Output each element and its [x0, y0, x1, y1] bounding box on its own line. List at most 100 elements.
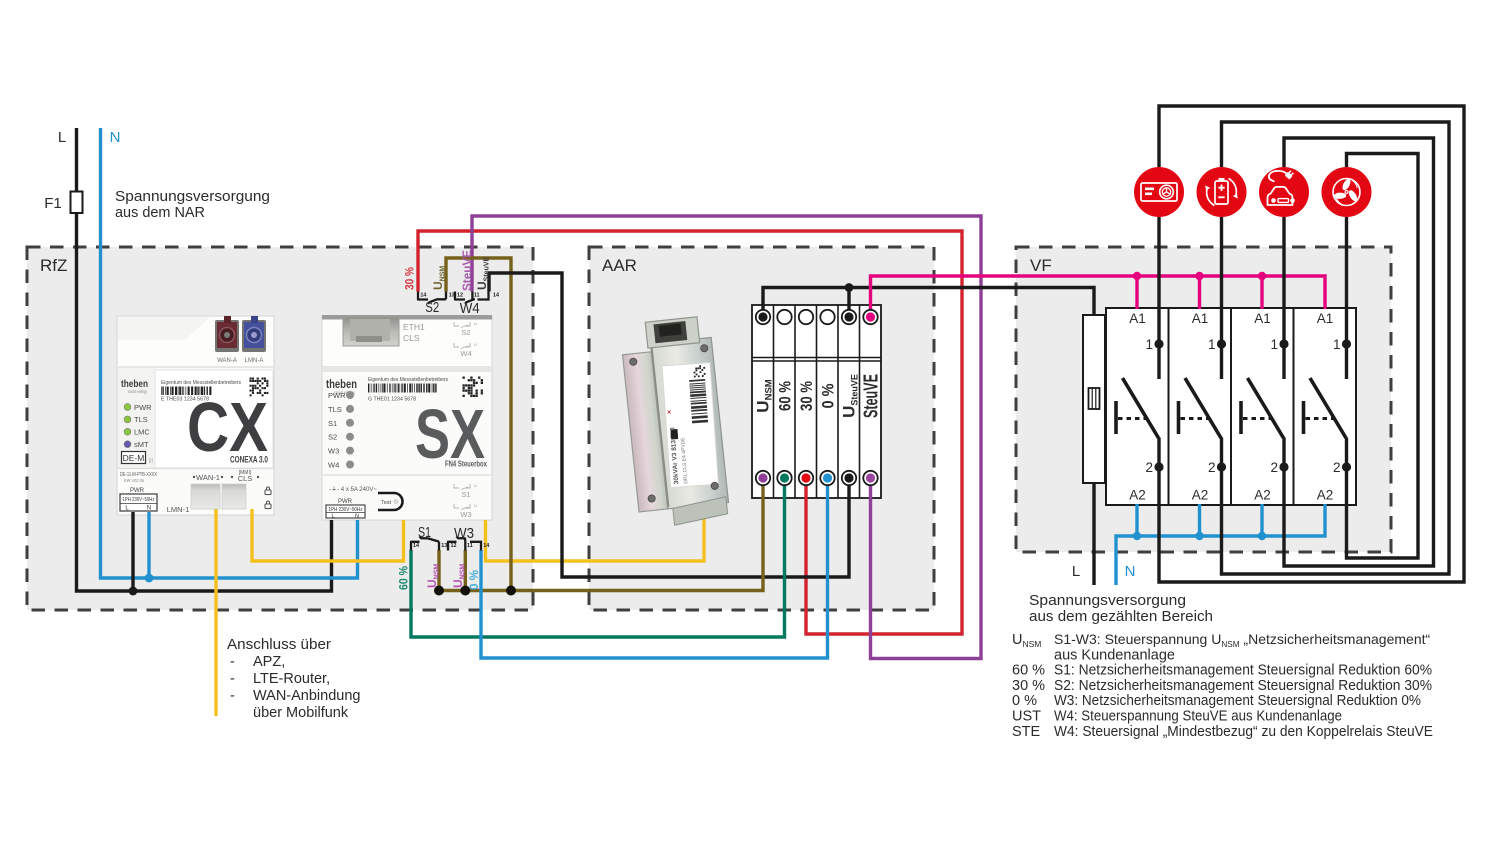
svg-text:N: N — [110, 129, 121, 146]
svg-text:Spannungsversorgung: Spannungsversorgung — [115, 189, 270, 205]
svg-text:A1: A1 — [1192, 311, 1209, 326]
svg-text:S2: S2 — [461, 328, 470, 337]
svg-text:60 %: 60 % — [397, 566, 411, 590]
svg-text:A2: A2 — [1192, 488, 1209, 503]
svg-text:14: 14 — [493, 293, 499, 299]
svg-text:UNSM: UNSM — [451, 564, 467, 588]
svg-text:L: L — [125, 506, 129, 512]
svg-text:aus dem NAR: aus dem NAR — [115, 205, 205, 221]
svg-text:13: 13 — [449, 293, 455, 299]
svg-text:LMC: LMC — [134, 428, 150, 437]
svg-text:STE: STE — [1012, 724, 1041, 740]
svg-text:W4: W4 — [460, 301, 480, 317]
svg-text:Eigentum des Messstellenbetrei: Eigentum des Messstellenbetreibers — [368, 377, 448, 383]
svg-text:Spannungsversorgung: Spannungsversorgung — [1029, 593, 1186, 609]
svg-text:A2: A2 — [1317, 488, 1334, 503]
svg-text:Anschluss über: Anschluss über — [227, 637, 331, 653]
svg-text:SX: SX — [415, 395, 485, 473]
svg-text:UNSM: UNSM — [431, 266, 447, 290]
svg-text:60 %: 60 % — [776, 381, 795, 411]
svg-text:PWR: PWR — [130, 488, 145, 494]
svg-text:W3: W3 — [328, 447, 339, 456]
svg-text:✕: ✕ — [667, 409, 673, 414]
svg-text:UNSM: UNSM — [754, 379, 775, 412]
svg-text:LMN-A: LMN-A — [245, 358, 264, 364]
svg-text:1PH 230V~50Hz: 1PH 230V~50Hz — [329, 507, 363, 513]
svg-text:14: 14 — [473, 503, 478, 508]
svg-text:S1: Netzsicherheitsmanagement: S1: Netzsicherheitsmanagement Steuersign… — [1054, 663, 1432, 679]
svg-text:S2: S2 — [328, 433, 337, 442]
svg-text:FN4 Steuerbox: FN4 Steuerbox — [445, 459, 487, 469]
svg-text:14: 14 — [473, 321, 478, 326]
svg-text:14: 14 — [420, 293, 426, 299]
svg-text:13: 13 — [441, 543, 447, 549]
svg-text:A1: A1 — [1317, 311, 1334, 326]
svg-text:theben: theben — [326, 379, 357, 391]
svg-text:-: - — [230, 671, 235, 687]
svg-text:TLS: TLS — [328, 405, 342, 414]
svg-text:30 %: 30 % — [797, 381, 816, 411]
svg-text:A2: A2 — [1254, 488, 1271, 503]
svg-text:S2: Netzsicherheitsmanagement: S2: Netzsicherheitsmanagement Steuersign… — [1054, 678, 1432, 694]
svg-text:F1: F1 — [44, 195, 62, 212]
svg-text:14: 14 — [473, 342, 478, 347]
svg-text:1: 1 — [1208, 337, 1216, 352]
svg-text:sMT: sMT — [134, 440, 149, 449]
svg-text:DE-M: DE-M — [123, 453, 145, 463]
svg-text:über Mobilfunk: über Mobilfunk — [253, 705, 349, 721]
svg-text:E THE03 1234 5678: E THE03 1234 5678 — [161, 397, 209, 403]
svg-text:30 %: 30 % — [403, 267, 417, 290]
svg-text:W4: W4 — [328, 461, 339, 470]
svg-text:UNSM: UNSM — [425, 564, 441, 588]
svg-text:W4: Steuersignal „Mindestbezug: W4: Steuersignal „Mindestbezug“ zu den K… — [1054, 724, 1433, 740]
svg-text:CLS: CLS — [403, 333, 420, 343]
svg-text:30kVAr V3 813 7k0: 30kVAr V3 813 7k0 — [669, 427, 680, 485]
svg-text:USteuVE: USteuVE — [840, 374, 860, 418]
svg-text:L: L — [331, 514, 334, 520]
svg-text:L: L — [1072, 563, 1080, 580]
svg-text:A1: A1 — [1129, 311, 1146, 326]
svg-text:S1-W3: Steuerspannung UNSM „Ne: S1-W3: Steuerspannung UNSM „Netzsicherhe… — [1054, 631, 1431, 649]
svg-text:0 %: 0 % — [1012, 693, 1037, 709]
svg-text:S2: S2 — [425, 300, 439, 316]
svg-text:TLS: TLS — [134, 415, 148, 424]
svg-text:WAN-Anbindung: WAN-Anbindung — [253, 688, 360, 704]
svg-text:smart energy: smart energy — [128, 389, 148, 394]
svg-text:W3: W3 — [460, 510, 471, 519]
svg-text:SteuVE: SteuVE — [460, 250, 474, 291]
svg-text:12: 12 — [457, 293, 463, 299]
svg-text:-: - — [230, 688, 235, 704]
svg-text:1: 1 — [1145, 337, 1153, 352]
svg-text:30 %: 30 % — [1012, 678, 1045, 694]
svg-text:LMN-1: LMN-1 — [167, 505, 190, 514]
svg-text:|||: ||| — [149, 458, 153, 464]
svg-text:14: 14 — [483, 543, 489, 549]
svg-text:ETH1: ETH1 — [403, 322, 425, 332]
svg-text:aus Kundenanlage: aus Kundenanlage — [1054, 647, 1175, 663]
svg-text:LTE-Router,: LTE-Router, — [253, 671, 330, 687]
svg-text:A2: A2 — [1129, 488, 1146, 503]
svg-text:N: N — [147, 506, 151, 512]
svg-text:USteuVE: USteuVE — [475, 256, 491, 290]
svg-text:CX: CX — [187, 388, 268, 466]
svg-text:1: 1 — [1333, 337, 1341, 352]
svg-text:W3: W3 — [454, 526, 474, 542]
svg-text:theben: theben — [121, 378, 148, 390]
svg-text:PWR: PWR — [134, 403, 152, 412]
svg-text:2: 2 — [1208, 460, 1216, 475]
svg-text:Eigentum des Messstellenbetrei: Eigentum des Messstellenbetreibers — [161, 380, 241, 386]
svg-text:KW V02.06: KW V02.06 — [124, 478, 144, 483]
svg-text:14: 14 — [413, 543, 419, 549]
svg-text:2: 2 — [1333, 460, 1341, 475]
svg-text:2: 2 — [1270, 460, 1278, 475]
svg-text:N: N — [355, 514, 359, 520]
svg-text:14: 14 — [473, 483, 478, 488]
svg-text:G THE01 1234 5678: G THE01 1234 5678 — [368, 397, 416, 403]
svg-text:-: - — [230, 654, 235, 670]
svg-text:CLS: CLS — [238, 474, 253, 483]
svg-text:[MMI]: [MMI] — [239, 470, 252, 476]
svg-text:11: 11 — [474, 293, 480, 299]
svg-text:1: 1 — [1270, 337, 1278, 352]
svg-text:DRL CLS E4 4PVDE: DRL CLS E4 4PVDE — [680, 437, 689, 484]
svg-text:W3: Netzsicherheitsmanagement: W3: Netzsicherheitsmanagement Steuersign… — [1054, 693, 1421, 709]
